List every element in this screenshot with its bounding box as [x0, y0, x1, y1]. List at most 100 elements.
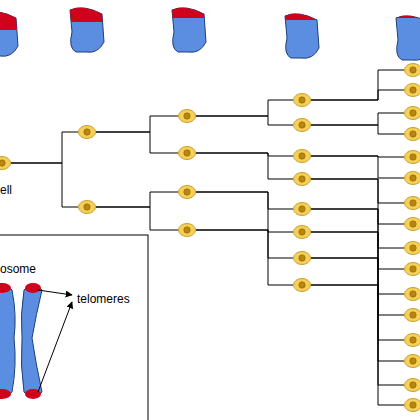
division-line: [311, 90, 404, 100]
cell-shape: [404, 196, 420, 210]
cell: [178, 223, 196, 237]
cell: [293, 149, 311, 163]
division-line: [196, 100, 293, 116]
division-line: [11, 132, 78, 163]
cell-shape: [293, 202, 311, 216]
cell-shape: [404, 308, 420, 322]
chromosome-tip: [285, 14, 319, 59]
cell: [404, 127, 420, 141]
cell-shape: [404, 150, 420, 164]
division-line: [196, 116, 293, 125]
cell-shape: [404, 378, 420, 392]
division-line: [311, 285, 404, 385]
cell-label: ell: [0, 183, 12, 197]
inset-frame: [0, 235, 148, 420]
division-line: [96, 132, 178, 153]
cell-shape: [404, 106, 420, 120]
cell-shape: [78, 200, 96, 214]
cell-shape: [293, 149, 311, 163]
cell-shape: [178, 146, 196, 160]
cell: [404, 308, 420, 322]
division-line: [311, 258, 404, 340]
cell: [293, 172, 311, 186]
division-line: [311, 179, 404, 224]
cell: [178, 109, 196, 123]
division-line: [196, 192, 293, 232]
chromosome: [0, 283, 42, 399]
division-line: [196, 230, 293, 258]
cell: [404, 354, 420, 368]
cell: [293, 278, 311, 292]
cell: [404, 217, 420, 231]
cell: [404, 241, 420, 255]
division-line: [311, 232, 404, 315]
cell-shape: [293, 225, 311, 239]
cell-shape: [78, 125, 96, 139]
figure-label: telomeres: [77, 292, 130, 306]
cell: [293, 251, 311, 265]
division-line: [96, 192, 178, 207]
cell-shape: [0, 156, 11, 170]
division-line: [311, 209, 404, 269]
chromosome-tip: [396, 16, 420, 61]
division-line: [311, 285, 404, 405]
division-line: [311, 70, 404, 100]
cell: [293, 118, 311, 132]
cell: [404, 287, 420, 301]
cell: [78, 200, 96, 214]
division-line: [311, 179, 404, 203]
cell-shape: [404, 354, 420, 368]
division-line: [96, 207, 178, 230]
chromosome-tip: [172, 8, 206, 53]
division-line: [311, 156, 404, 178]
cell: [293, 202, 311, 216]
division-line: [196, 192, 293, 209]
chromosome-tip: [70, 8, 104, 53]
cell: [404, 196, 420, 210]
cell-shape: [404, 217, 420, 231]
cell-shape: [404, 83, 420, 97]
cell-shape: [404, 127, 420, 141]
division-line: [311, 125, 404, 134]
cell: [293, 225, 311, 239]
division-line: [311, 113, 404, 125]
cell-shape: [404, 171, 420, 185]
chromosome-tip: [0, 12, 18, 57]
cell: ell: [0, 156, 11, 170]
leader-arrow: [38, 302, 72, 392]
division-line: [196, 230, 293, 285]
cell-shape: [178, 185, 196, 199]
division-line: [196, 153, 293, 179]
cell-shape: [404, 398, 420, 412]
cell: [404, 171, 420, 185]
cell: [404, 398, 420, 412]
cell: [404, 83, 420, 97]
cell-shape: [293, 278, 311, 292]
cell-shape: [178, 109, 196, 123]
figure-label: osome: [0, 262, 36, 276]
cell-shape: [404, 241, 420, 255]
cell: [404, 106, 420, 120]
division-line: [311, 258, 404, 361]
cell-shape: [293, 251, 311, 265]
cell-shape: [293, 93, 311, 107]
division-line: [11, 163, 78, 207]
cell-shape: [404, 287, 420, 301]
cell: [78, 125, 96, 139]
cell-shape: [404, 63, 420, 77]
cell: [178, 146, 196, 160]
cell: [404, 262, 420, 276]
cell: [404, 333, 420, 347]
cell-shape: [293, 118, 311, 132]
division-line: [311, 209, 404, 248]
division-line: [96, 116, 178, 132]
leader-arrow: [38, 290, 72, 295]
cell: [293, 93, 311, 107]
cell: [404, 150, 420, 164]
cell-shape: [178, 223, 196, 237]
cell: [178, 185, 196, 199]
cell: [404, 63, 420, 77]
